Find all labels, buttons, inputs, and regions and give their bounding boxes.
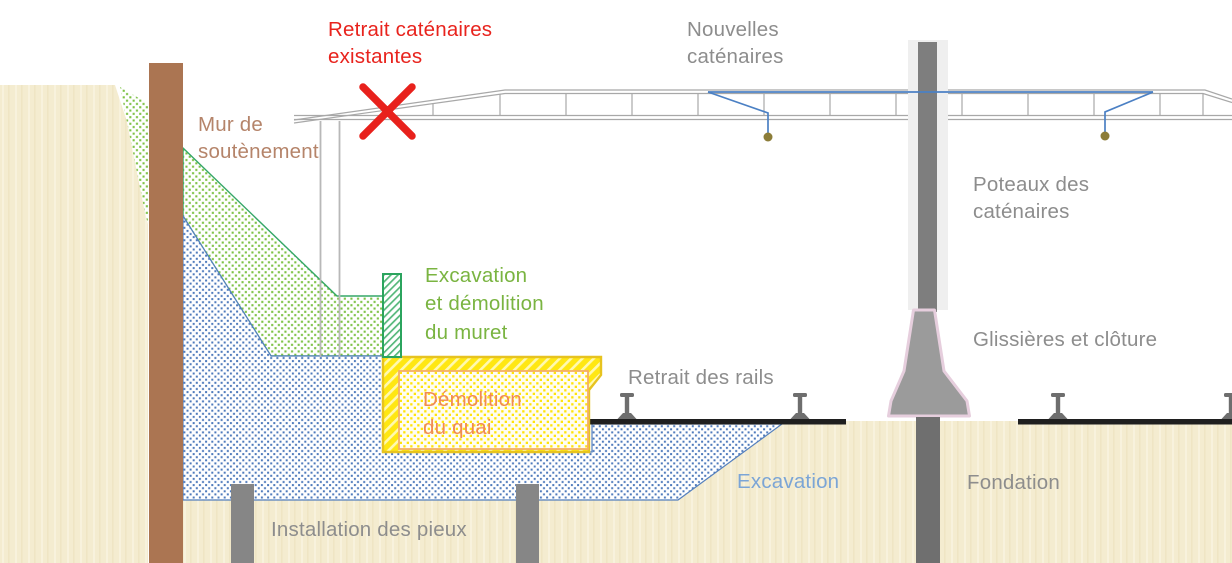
right-ground [183,421,1232,563]
rail-icon [790,393,810,419]
x-mark-icon [359,83,416,140]
pole-foundation-shaft [916,417,940,563]
label-retrait-catenaires: Retrait caténaires existantes [328,18,493,69]
rails-group [617,393,1232,419]
label-glissieres-cloture: Glissières et clôture [973,328,1158,351]
label-fondation: Fondation [967,471,1060,494]
rail-icon [617,393,637,419]
pile-right [516,484,539,563]
rail-icon [1221,393,1232,419]
pole-shaft [918,42,937,312]
label-retrait-rails: Retrait des rails [628,366,774,389]
overhead-gantry-truss [293,89,1232,124]
label-demolition-quai: Démolition du quai [423,388,522,439]
label-poteaux-catenaires: Poteaux des caténaires [973,173,1090,224]
left-ground-embankment [0,85,148,563]
catenary-wire-dot [1100,131,1110,141]
pile-left [231,484,254,563]
label-nouvelles-catenaires: Nouvelles caténaires [687,18,784,69]
catenary-wire-dot [763,132,773,142]
rail-icon [1048,393,1068,419]
catenary-pole [887,40,971,563]
existing-catenary-posts [319,121,341,357]
excavation-zone [182,213,784,501]
removed-track-bed-line [588,419,846,425]
new-catenary-wire [707,91,1154,133]
label-mur-soutenement: Mur de soutènement [198,113,319,164]
pole-base-foundation-cap [887,308,971,418]
label-installation-pieux: Installation des pieux [271,518,467,541]
kept-track-bed-line [1018,419,1232,425]
muret-low-wall [382,273,402,358]
retaining-wall [149,63,183,563]
label-excavation-muret: Excavation et démolition du muret [425,264,544,344]
platform-inner-panel [398,370,589,450]
excavation-wedge-behind-wall [120,87,149,228]
label-excavation: Excavation [737,470,840,493]
